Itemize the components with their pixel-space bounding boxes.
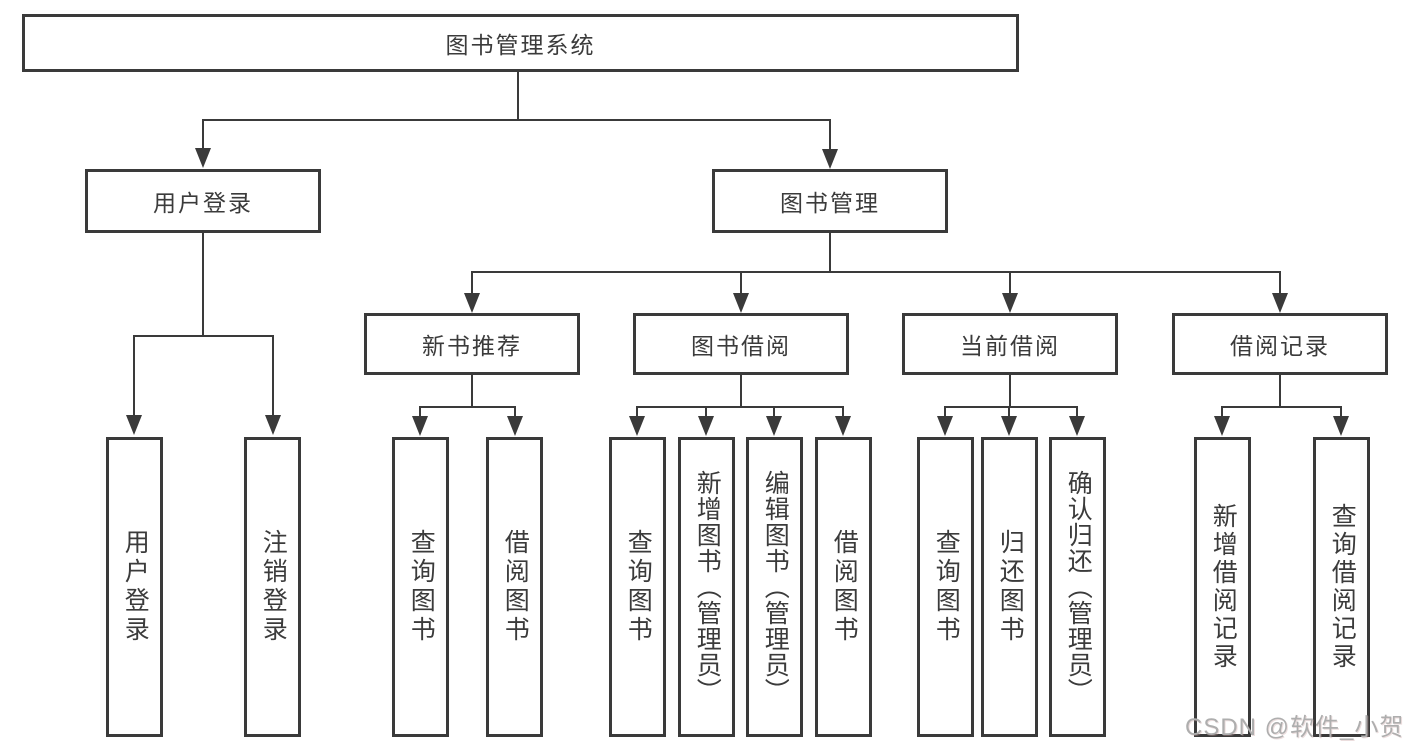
connector-borrow-record-stem [1279,375,1281,407]
connector-leaf-login-line [133,335,135,417]
connector-to-borrow-record-line [1279,271,1281,295]
arrow-leaf-search2 [629,416,645,436]
connector-to-current-borrow-line [1009,271,1011,295]
connector-leaf-return-line [1008,406,1010,418]
node-new-book-recommend: 新书推荐 [364,313,580,375]
connector-new-book-stem [471,375,473,407]
csdn-watermark: CSDN @软件_小贺同学 [1185,714,1405,741]
leaf-node-add-borrow-record-label: 新增借阅记录 [1209,503,1238,671]
leaf-node-search-books-borrow-label: 查询图书 [624,529,653,645]
leaf-node-confirm-return-admin: 确认归还（管理员） [1049,437,1106,737]
connector-leaf-add-record-line [1221,406,1223,418]
connector-leaf-search1-line [419,406,421,418]
leaf-node-borrow-books-label: 借阅图书 [830,529,859,645]
arrow-leaf-search1 [412,416,428,436]
arrow-leaf-edit-book [766,416,782,436]
leaf-node-edit-books-admin: 编辑图书（管理员） [746,437,803,737]
arrow-leaf-logout [265,415,281,435]
node-book-borrow: 图书借阅 [633,313,849,375]
leaf-node-search-books-current-label: 查询图书 [932,529,961,645]
connector-to-book-borrow-line [740,271,742,295]
leaf-node-search-borrow-record: 查询借阅记录 [1313,437,1370,737]
leaf-node-edit-books-admin-label: 编辑图书（管理员） [761,470,790,704]
connector-to-new-book-line [471,271,473,295]
arrow-to-book-mgmt [822,149,838,169]
arrow-leaf-return [1001,416,1017,436]
leaf-node-search-books-current: 查询图书 [917,437,974,737]
node-current-borrow: 当前借阅 [902,313,1118,375]
leaf-node-user-login: 用户登录 [106,437,163,737]
arrow-to-user-login [195,148,211,168]
leaf-node-return-books-label: 归还图书 [996,529,1025,645]
connector-book-mgmt-stem [829,233,831,272]
node-book-borrow-label: 图书借阅 [691,333,791,359]
connector-leaf-search2-line [636,406,638,418]
connector-leaf-logout-line [272,335,274,417]
connector-leaf-add-book-line [705,406,707,418]
node-borrow-record-label: 借阅记录 [1230,333,1330,359]
connector-root-stem [517,71,519,121]
connector-root-bar [202,119,831,121]
arrow-leaf-search3 [937,416,953,436]
leaf-node-logout: 注销登录 [244,437,301,737]
leaf-node-add-borrow-record: 新增借阅记录 [1194,437,1251,737]
arrow-leaf-add-record [1214,416,1230,436]
arrow-to-book-borrow [733,293,749,313]
arrow-leaf-borrow2 [835,416,851,436]
connector-leaf-confirm-return-line [1076,406,1078,418]
leaf-node-borrow-books: 借阅图书 [815,437,872,737]
arrow-leaf-borrow1 [507,416,523,436]
arrow-leaf-confirm-return [1069,416,1085,436]
node-current-borrow-label: 当前借阅 [960,333,1060,359]
leaf-node-confirm-return-admin-label: 确认归还（管理员） [1064,470,1093,704]
connector-borrow-record-bar [1221,406,1341,408]
connector-book-borrow-bar [636,406,844,408]
arrow-to-borrow-record [1272,293,1288,313]
node-root-system-label: 图书管理系统 [445,32,596,58]
connector-user-login-stem [202,233,204,337]
leaf-node-search-books-recommend-label: 查询图书 [407,529,436,645]
arrow-to-new-book [464,293,480,313]
node-book-management: 图书管理 [712,169,948,233]
node-borrow-record: 借阅记录 [1172,313,1388,375]
leaf-node-search-borrow-record-label: 查询借阅记录 [1328,503,1357,671]
leaf-node-search-books-borrow: 查询图书 [609,437,666,737]
leaf-node-return-books: 归还图书 [981,437,1038,737]
node-user-login: 用户登录 [85,169,321,233]
connector-book-borrow-stem [740,375,742,407]
leaf-node-borrow-books-recommend-label: 借阅图书 [501,529,530,645]
connector-book-mgmt-bar [471,271,1281,273]
connector-to-user-login-line [202,119,204,151]
connector-current-borrow-bar [944,406,1078,408]
arrow-leaf-search-record [1333,416,1349,436]
arrow-leaf-login [126,415,142,435]
arrow-to-current-borrow [1002,293,1018,313]
connector-leaf-edit-book-line [773,406,775,418]
node-book-management-label: 图书管理 [780,190,880,216]
connector-to-book-mgmt-line [829,119,831,151]
arrow-leaf-add-book [698,416,714,436]
node-user-login-label: 用户登录 [153,190,253,216]
connector-leaf-borrow1-line [514,406,516,418]
leaf-node-search-books-recommend: 查询图书 [392,437,449,737]
leaf-node-borrow-books-recommend: 借阅图书 [486,437,543,737]
node-root-system: 图书管理系统 [22,14,1019,72]
leaf-node-add-books-admin-label: 新增图书（管理员） [693,470,722,704]
connector-leaf-borrow2-line [842,406,844,418]
connector-leaf-search-record-line [1340,406,1342,418]
connector-new-book-bar [419,406,516,408]
leaf-node-add-books-admin: 新增图书（管理员） [678,437,735,737]
leaf-node-logout-label: 注销登录 [259,529,288,645]
leaf-node-user-login-label: 用户登录 [121,529,150,645]
node-new-book-recommend-label: 新书推荐 [422,333,522,359]
connector-user-login-bar [133,335,274,337]
connector-leaf-search3-line [944,406,946,418]
connector-current-borrow-stem [1009,375,1011,407]
